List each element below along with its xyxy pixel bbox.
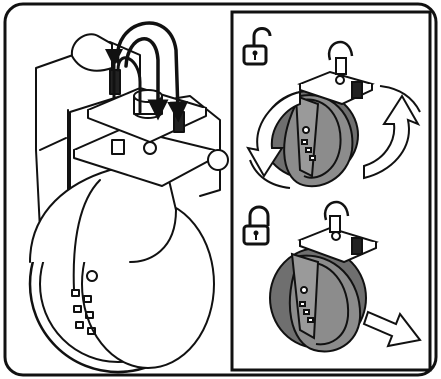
direction-arrow-icon xyxy=(362,310,422,348)
locked-direction-view xyxy=(242,200,422,353)
locked-padlock-icon xyxy=(242,205,270,246)
rotate-arrows-icon xyxy=(246,85,421,189)
unlocked-padlock-icon xyxy=(242,27,272,66)
assembly-view xyxy=(28,33,229,374)
install-arrows xyxy=(105,21,189,123)
unlocked-swivel-view xyxy=(242,27,421,189)
